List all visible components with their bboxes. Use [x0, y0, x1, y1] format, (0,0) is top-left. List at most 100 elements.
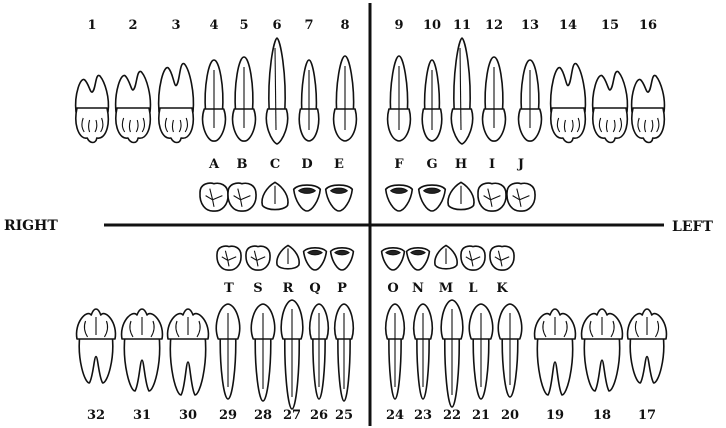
- upper-tooth-14: [551, 64, 586, 143]
- lower-primary-tooth-O: [382, 248, 405, 270]
- lower-primary-letter: M: [439, 281, 453, 296]
- lower-primary-tooth-N: [407, 248, 430, 270]
- upper-tooth-8: [334, 56, 357, 141]
- upper-primary-letter: A: [208, 157, 220, 172]
- upper-primary-letter: B: [237, 157, 248, 172]
- lower-primary-letter: N: [412, 281, 424, 296]
- lower-tooth-number: 20: [501, 408, 519, 423]
- lower-tooth-number: 26: [310, 408, 328, 423]
- lower-tooth-18: [582, 309, 623, 391]
- lower-primary-letter: O: [387, 281, 398, 296]
- lower-tooth-number: 32: [87, 408, 105, 423]
- lower-tooth-17: [628, 309, 667, 383]
- upper-tooth-7: [299, 60, 318, 141]
- upper-primary-tooth-D: [294, 185, 321, 211]
- lower-tooth-19: [535, 309, 576, 395]
- upper-tooth-number: 6: [272, 18, 281, 33]
- lower-tooth-number: 30: [179, 408, 197, 423]
- upper-primary-letter: J: [517, 157, 524, 172]
- upper-tooth-number: 11: [453, 18, 471, 33]
- lower-primary-tooth-Q: [304, 248, 327, 270]
- upper-primary-letter: H: [455, 157, 467, 172]
- upper-primary-tooth-F: [386, 185, 413, 211]
- lower-tooth-number: 17: [638, 408, 656, 423]
- upper-tooth-number: 10: [423, 18, 441, 33]
- upper-primary-tooth-H: [448, 182, 474, 209]
- upper-tooth-number: 3: [171, 18, 180, 33]
- upper-tooth-13: [519, 60, 542, 141]
- lower-tooth-number: 18: [593, 408, 611, 423]
- lower-tooth-number: 24: [386, 408, 404, 423]
- lower-tooth-32: [77, 309, 116, 383]
- upper-tooth-4: [203, 60, 226, 141]
- lower-tooth-30: [168, 309, 209, 395]
- lower-tooth-number: 23: [414, 408, 432, 423]
- upper-tooth-number: 9: [394, 18, 403, 33]
- lower-primary-letter: L: [468, 281, 477, 296]
- lower-primary-tooth-M: [435, 245, 457, 268]
- upper-tooth-number: 14: [559, 18, 577, 33]
- upper-tooth-number: 2: [128, 18, 137, 33]
- lower-primary-tooth-R: [277, 245, 299, 268]
- upper-primary-tooth-I: [478, 183, 506, 211]
- lower-primary-tooth-S: [246, 246, 270, 270]
- upper-tooth-11: [451, 38, 472, 144]
- lower-tooth-27: [281, 300, 303, 409]
- upper-tooth-12: [483, 57, 506, 141]
- upper-tooth-number: 13: [521, 18, 539, 33]
- upper-tooth-3: [159, 64, 194, 143]
- upper-primary-tooth-E: [326, 185, 353, 211]
- lower-tooth-number: 22: [443, 408, 461, 423]
- lower-tooth-28: [251, 304, 274, 401]
- lower-tooth-31: [122, 309, 163, 391]
- lower-tooth-24: [386, 304, 404, 399]
- lower-tooth-29: [216, 304, 239, 399]
- left-side-label: LEFT: [672, 219, 713, 235]
- upper-primary-letter: D: [301, 157, 312, 172]
- upper-primary-tooth-G: [419, 185, 446, 211]
- lower-tooth-21: [469, 304, 492, 399]
- lower-tooth-20: [498, 304, 521, 397]
- lower-primary-tooth-P: [331, 248, 354, 270]
- lower-primary-letter: R: [283, 281, 294, 296]
- upper-tooth-2: [116, 71, 151, 142]
- upper-primary-letter: C: [270, 157, 280, 172]
- lower-primary-letter: Q: [309, 281, 320, 296]
- lower-primary-letter: S: [253, 281, 262, 296]
- upper-tooth-10: [422, 60, 441, 141]
- upper-primary-tooth-B: [228, 183, 256, 211]
- upper-primary-tooth-C: [262, 182, 288, 209]
- upper-tooth-number: 4: [209, 18, 218, 33]
- upper-tooth-number: 8: [340, 18, 349, 33]
- upper-tooth-number: 16: [639, 18, 657, 33]
- upper-primary-letter: I: [489, 157, 495, 172]
- upper-tooth-6: [266, 38, 287, 144]
- upper-primary-tooth-J: [507, 183, 535, 211]
- upper-primary-letter: F: [394, 157, 404, 172]
- upper-tooth-5: [233, 57, 256, 141]
- lower-primary-letter: P: [337, 281, 347, 296]
- lower-tooth-number: 29: [219, 408, 237, 423]
- lower-tooth-number: 31: [133, 408, 151, 423]
- lower-tooth-22: [441, 300, 463, 407]
- upper-tooth-9: [388, 56, 411, 141]
- upper-tooth-number: 7: [304, 18, 313, 33]
- upper-tooth-number: 12: [485, 18, 503, 33]
- right-side-label: RIGHT: [4, 218, 58, 234]
- upper-tooth-1: [76, 75, 109, 142]
- lower-tooth-number: 25: [335, 408, 353, 423]
- lower-primary-letter: K: [496, 281, 508, 296]
- lower-tooth-26: [310, 304, 328, 399]
- lower-tooth-23: [414, 304, 432, 399]
- upper-tooth-16: [632, 75, 665, 142]
- lower-primary-letter: T: [224, 281, 234, 296]
- lower-tooth-number: 19: [546, 408, 564, 423]
- lower-tooth-25: [335, 304, 353, 401]
- upper-tooth-number: 15: [601, 18, 619, 33]
- lower-tooth-number: 28: [254, 408, 272, 423]
- upper-tooth-number: 1: [87, 18, 96, 33]
- lower-tooth-number: 27: [283, 408, 301, 423]
- lower-primary-tooth-K: [490, 246, 514, 270]
- upper-tooth-number: 5: [239, 18, 248, 33]
